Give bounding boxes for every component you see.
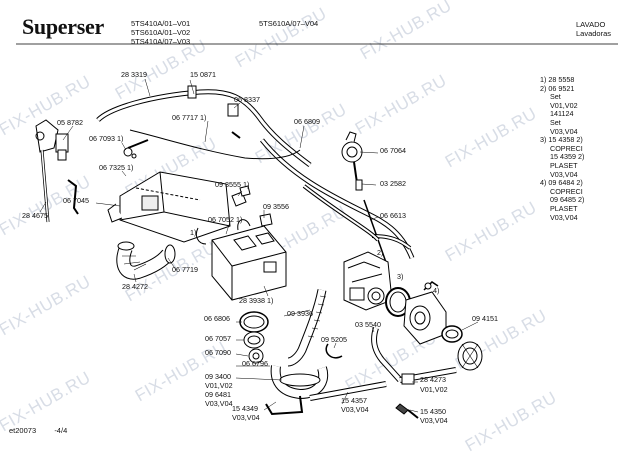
- footnote-line: COPRECI: [550, 186, 583, 196]
- doc-code: et20073: [9, 426, 37, 435]
- part-label: 06 6809: [294, 117, 320, 126]
- callout-1: 1): [190, 228, 197, 237]
- part-label: 28 4675: [22, 211, 48, 220]
- cable: [127, 129, 301, 160]
- part-label: 09 3555 1): [215, 180, 250, 189]
- model-code: 5TS610A/01–V02: [131, 28, 191, 37]
- model-code: 5TS410A/07–V03: [131, 37, 191, 46]
- part-label: 06 8337: [234, 95, 260, 104]
- part-label: 09 6481: [205, 390, 231, 399]
- footnote-line: V01,V02: [550, 100, 578, 110]
- footnote-line: PLASET: [550, 203, 578, 213]
- part-label: 06 7064: [380, 146, 406, 155]
- inlet-valve-left: [35, 119, 69, 223]
- footnote-line: 3) 15 4358 2): [540, 135, 583, 145]
- part-label: 09 3556: [263, 202, 289, 211]
- part-label: 06 7090: [205, 348, 231, 357]
- part-variant: V03,V04: [205, 399, 233, 408]
- pipe-upper: [260, 138, 415, 259]
- callout-2: 2): [377, 248, 384, 257]
- footnote-line: 2) 06 9521: [540, 83, 575, 93]
- category-subtitle: Lavadoras: [576, 29, 612, 38]
- part-label: 15 4349: [232, 404, 258, 413]
- footnote-line: 15 4359 2): [550, 152, 585, 162]
- part-label: 03 5540: [355, 320, 381, 329]
- part-label: 06 6806: [204, 314, 230, 323]
- brand-logo: Superser: [22, 14, 104, 39]
- part-label: 06 7045: [63, 196, 89, 205]
- part-label: 06 7093 1): [89, 134, 124, 143]
- part-label: 06 6796: [242, 359, 268, 368]
- callout-3: 3): [397, 272, 404, 281]
- page-number: -4/4: [54, 426, 68, 435]
- part-label: 06 7057: [205, 334, 231, 343]
- footnote-line: 141124: [550, 109, 574, 119]
- category: LAVADO Lavadoras: [576, 20, 611, 38]
- part-label: 06 7052 1): [208, 215, 243, 224]
- part-label: 09 4151: [472, 314, 498, 323]
- hose-elbow: [116, 241, 176, 280]
- part-label: 05 8782: [57, 118, 83, 127]
- part-label: 06 7325 1): [99, 163, 134, 172]
- part-variant: V01,V02: [420, 385, 448, 394]
- footnote-line: 4) 09 6484 2): [540, 178, 583, 188]
- footnote-line: V03,V04: [550, 169, 578, 179]
- part-label: 09 3400: [205, 372, 231, 381]
- footnote-line: Set: [550, 92, 561, 102]
- part-label: 15 4350: [420, 407, 446, 416]
- sump-hose: [265, 365, 329, 416]
- dispenser-housing: [107, 171, 231, 243]
- part-label: 03 2582: [380, 179, 406, 188]
- category-title: LAVADO: [576, 20, 606, 29]
- filter-housing: [403, 281, 447, 345]
- part-label: 28 4273: [420, 375, 446, 384]
- footnote-line: Set: [550, 117, 561, 127]
- part-label: 06 6613: [380, 211, 406, 220]
- model-list: 5TS410A/01–V01 5TS610A/01–V02 5TS410A/07…: [131, 19, 190, 46]
- footnote-line: 1) 28 5558: [540, 75, 575, 84]
- part-label: 28 4272: [122, 282, 148, 291]
- footnote-line: PLASET: [550, 160, 578, 170]
- pressure-switch: [341, 131, 389, 269]
- footnote-line: V03,V04: [550, 212, 578, 222]
- part-variant: V03,V04: [232, 413, 260, 422]
- leader-lines: [39, 78, 479, 413]
- part-variant: V01,V02: [205, 381, 233, 390]
- footnote-line: 09 6485 2): [550, 195, 585, 205]
- footnote-line: V03,V04: [550, 126, 578, 136]
- inlet-hose: [96, 85, 312, 167]
- model-code: 5TS410A/01–V01: [131, 19, 191, 28]
- footnotes: 1) 28 5558 2) 06 9521 Set V01,V02 141124…: [540, 75, 585, 222]
- part-label: 15 0871: [190, 70, 216, 79]
- part-variant: V03,V04: [341, 405, 369, 414]
- part-label: 09 5205: [321, 335, 347, 344]
- footer: et20073 -4/4: [9, 426, 67, 435]
- part-variant: V03,V04: [420, 416, 448, 425]
- part-label: 06 7717 1): [172, 113, 207, 122]
- part-label: 09 3936: [287, 309, 313, 318]
- callout-4: 4): [433, 286, 440, 295]
- detergent-drawer: [211, 219, 287, 301]
- part-label: 06 7719: [172, 265, 198, 274]
- footnote-line: COPRECI: [550, 143, 583, 153]
- model-code: 5TS610A/07–V04: [259, 19, 319, 28]
- part-label: 15 4357: [341, 396, 367, 405]
- part-label: 28 3938 1): [239, 296, 274, 305]
- drain-pump: [343, 251, 393, 311]
- part-label: 28 3319: [121, 70, 147, 79]
